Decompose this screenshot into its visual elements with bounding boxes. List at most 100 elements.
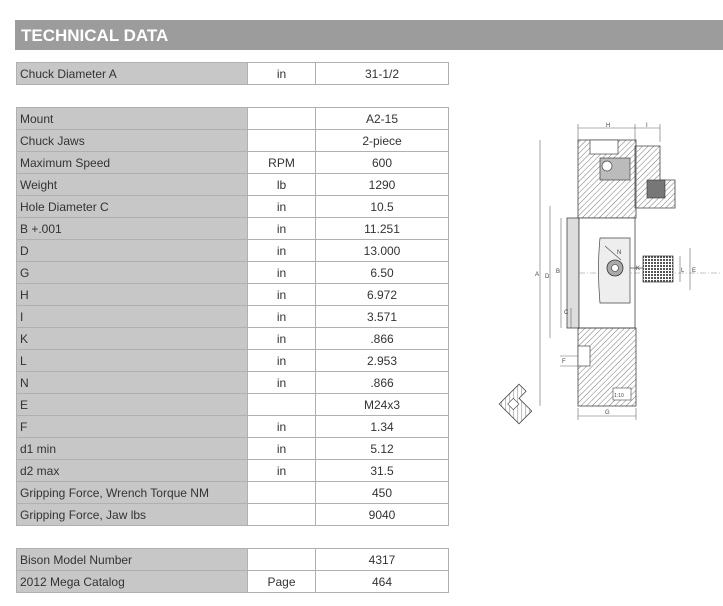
spec-unit — [247, 107, 316, 130]
scale-label: 1:10 — [614, 393, 624, 399]
spec-unit: in — [247, 283, 316, 306]
spec-unit — [247, 481, 316, 504]
dim-label-d: D — [545, 274, 550, 280]
spec-value: 3.571 — [315, 305, 449, 328]
spec-row: Gripping Force, Jaw lbs 9040 — [16, 503, 449, 526]
spec-unit: in — [247, 305, 316, 328]
spec-label: Gripping Force, Jaw lbs — [16, 503, 248, 526]
spec-value: 464 — [315, 570, 449, 593]
spec-value: 6.972 — [315, 283, 449, 306]
section-title: TECHNICAL DATA — [21, 26, 169, 45]
spec-unit: in — [247, 195, 316, 218]
spec-label: G — [16, 261, 248, 284]
spec-unit: in — [247, 62, 316, 85]
spec-value: 13.000 — [315, 239, 449, 262]
spec-value: .866 — [315, 371, 449, 394]
spec-label: Bison Model Number — [16, 548, 248, 571]
spec-value: 1290 — [315, 173, 449, 196]
spec-unit: in — [247, 371, 316, 394]
spec-row: E M24x3 — [16, 393, 449, 416]
spec-unit: in — [247, 239, 316, 262]
spec-label: N — [16, 371, 248, 394]
spec-value: M24x3 — [315, 393, 449, 416]
spec-label: E — [16, 393, 248, 416]
spec-label: d2 max — [16, 459, 248, 482]
dim-label-n: N — [617, 250, 621, 256]
section-header: TECHNICAL DATA — [15, 20, 723, 50]
spec-value: 31.5 — [315, 459, 449, 482]
dim-label-c: C — [564, 310, 569, 316]
spec-unit: in — [247, 261, 316, 284]
spec-label: B +.001 — [16, 217, 248, 240]
spec-value: 4317 — [315, 548, 449, 571]
dim-label-g: G — [605, 410, 610, 416]
spec-unit: lb — [247, 173, 316, 196]
spec-unit: in — [247, 415, 316, 438]
dim-label-b: B — [556, 269, 560, 275]
spec-unit: in — [247, 349, 316, 372]
dim-label-h: H — [606, 123, 610, 129]
dim-label-l: L — [681, 268, 685, 274]
spec-value: 9040 — [315, 503, 449, 526]
spec-value: 10.5 — [315, 195, 449, 218]
dim-label-a: A — [535, 272, 539, 278]
spec-unit — [247, 503, 316, 526]
spec-label: d1 min — [16, 437, 248, 460]
spec-label: H — [16, 283, 248, 306]
dim-label-i: I — [646, 123, 648, 129]
spec-unit: in — [247, 437, 316, 460]
spec-value: 600 — [315, 151, 449, 174]
spec-row: Bison Model Number 4317 — [16, 548, 449, 571]
spec-label: L — [16, 349, 248, 372]
spec-unit — [247, 393, 316, 416]
spec-label: I — [16, 305, 248, 328]
spec-label: 2012 Mega Catalog — [16, 570, 248, 593]
spec-unit: Page — [247, 570, 316, 593]
spec-value: 2.953 — [315, 349, 449, 372]
spec-unit: in — [247, 327, 316, 350]
spec-label: D — [16, 239, 248, 262]
spec-label: Hole Diameter C — [16, 195, 248, 218]
spec-label: Chuck Diameter A — [16, 62, 248, 85]
spec-unit — [247, 548, 316, 571]
spec-value: 450 — [315, 481, 449, 504]
dim-label-f: F — [562, 359, 566, 365]
dim-label-e: E — [692, 268, 696, 274]
spec-value: .866 — [315, 327, 449, 350]
spec-value: 11.251 — [315, 217, 449, 240]
spec-label: Maximum Speed — [16, 151, 248, 174]
spec-label: Mount — [16, 107, 248, 130]
spec-unit: in — [247, 217, 316, 240]
spec-value: 5.12 — [315, 437, 449, 460]
spec-label: K — [16, 327, 248, 350]
spec-label: Weight — [16, 173, 248, 196]
spec-value: 1.34 — [315, 415, 449, 438]
spec-unit — [247, 129, 316, 152]
spec-value: 31-1/2 — [315, 62, 449, 85]
chuck-technical-drawing: H I 1:10 A D B C F — [495, 118, 721, 438]
spec-value: 6.50 — [315, 261, 449, 284]
spec-unit: RPM — [247, 151, 316, 174]
spec-unit: in — [247, 459, 316, 482]
spec-value: 2-piece — [315, 129, 449, 152]
